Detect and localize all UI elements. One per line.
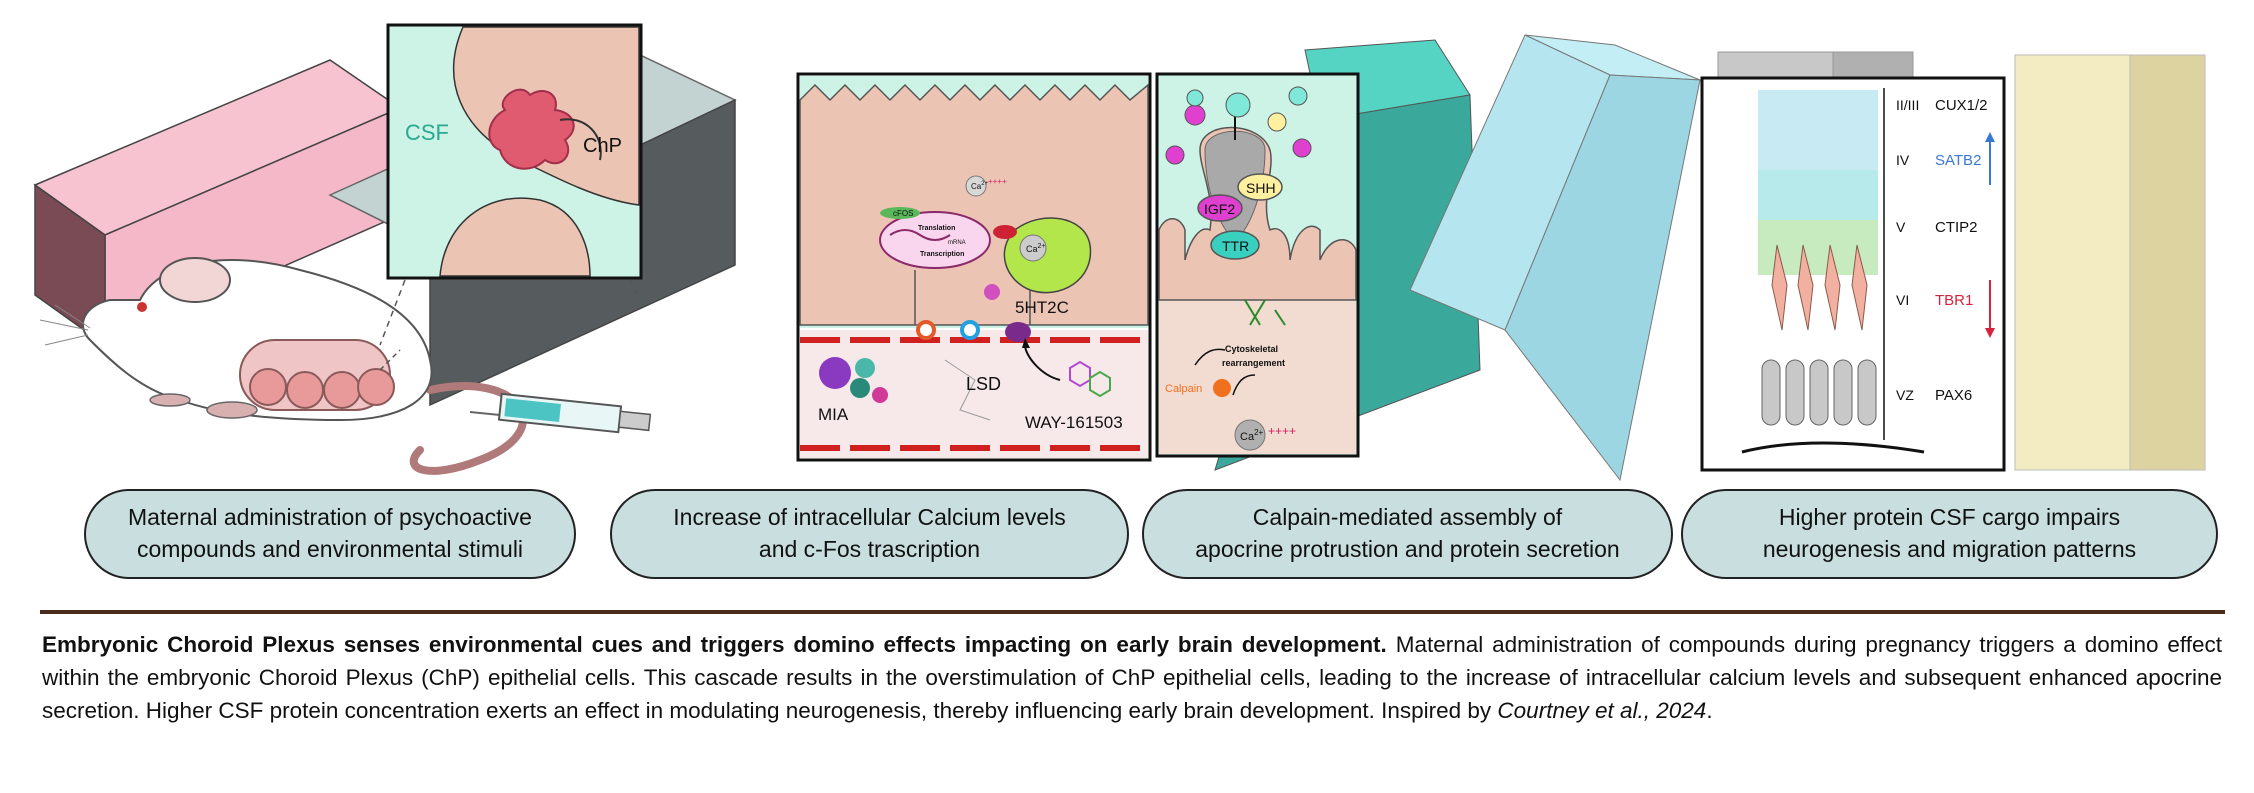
mrna-label: mRNA [948,240,966,246]
step-box: Higher protein CSF cargo impairs neurogen… [1681,489,2218,579]
cfos-label: cFOS [893,209,913,218]
step-box: Maternal administration of psychoactive c… [84,489,576,579]
receptor-5ht2c-label: 5HT2C [1015,298,1069,317]
way-161503-label: WAY-161503 [1025,413,1123,432]
syringe-illustration [469,392,652,434]
ca-plus-top: ++++ [988,177,1007,186]
csf-label: CSF [405,120,449,145]
domino-lightblue-block [1409,34,1701,482]
step-text-line1: Increase of intracellular Calcium levels [673,504,1065,530]
ca-label-panel3: Ca2+ [1240,428,1264,443]
layer-marker-label: CTIP2 [1935,219,1978,236]
step-box: Calpain-mediated assembly of apocrine pro… [1142,489,1673,579]
panel-calcium-cfos: cFOS Translation mRNA Transcription Ca2+… [796,72,1152,462]
step-box-background [84,489,576,579]
ca-label-cell: Ca2+ [1026,243,1046,254]
step-text-line2: compounds and environmental stimuli [137,536,523,562]
caption-end: . [1706,698,1713,723]
up-arrow-head [1985,132,1995,142]
ttr-label: TTR [1222,238,1249,254]
down-arrow-head [1985,328,1995,338]
layer-label: VI [1896,292,1909,308]
caption-citation: Courtney et al., 2024 [1497,698,1707,723]
neuron-column [1741,90,1925,454]
translation-label: Translation [918,225,955,232]
step-text-line1: Higher protein CSF cargo impairs [1779,504,2120,530]
panel-apocrine-secretion: SHH IGF2 TTR Cytoskeletal rearrangement … [1155,72,1360,458]
layer-label: VZ [1896,387,1914,403]
domino-pink-block [33,59,402,347]
lsd-label: LSD [966,374,1001,394]
mia-label: MIA [818,405,849,424]
layer-marker-label: SATB2 [1935,152,1981,169]
step-text-line2: and c-Fos trascription [759,536,980,562]
layer-marker-label: TBR1 [1935,292,1973,309]
ca-label-top: Ca2+ [971,181,989,191]
step-text-line1: Calpain-mediated assembly of [1253,504,1563,530]
transcription-label: Transcription [920,251,964,258]
layer-label: V [1896,219,1906,235]
step-box-background [1142,489,1673,579]
chp-label: ChP [583,135,622,157]
figure-caption: Embryonic Choroid Plexus senses environm… [42,628,2222,727]
igf2-label: IGF2 [1204,201,1235,217]
mouse-illustration [39,257,528,475]
step-box-background [610,489,1129,579]
domino-cream-block [2014,54,2206,471]
panel-csf-chp: CSF ChP [379,23,643,346]
step-text-line1: Maternal administration of psychoactive [128,504,532,530]
layer-label: II/III [1896,97,1919,113]
caption-bold: Embryonic Choroid Plexus senses environm… [42,632,1387,657]
step-box-background [1681,489,2218,579]
step-text-line2: neurogenesis and migration patterns [1763,536,2136,562]
shh-label: SHH [1246,180,1276,196]
layer-marker-label: CUX1/2 [1935,97,1988,114]
caption-text: Maternal administration of compounds dur… [42,632,2223,723]
ca-plus-panel3: ++++ [1268,424,1296,438]
cytoskeletal-label: Cytoskeletal [1225,344,1278,354]
step-boxes: Maternal administration of psychoactive c… [84,489,2218,579]
step-box: Increase of intracellular Calcium levels… [610,489,1129,579]
layer-marker-label: PAX6 [1935,387,1972,404]
calpain-label: Calpain [1165,383,1202,395]
step-text-line2: apocrine protrustion and protein secreti… [1195,536,1619,562]
rearrangement-label: rearrangement [1222,358,1285,368]
layer-label: IV [1896,152,1910,168]
